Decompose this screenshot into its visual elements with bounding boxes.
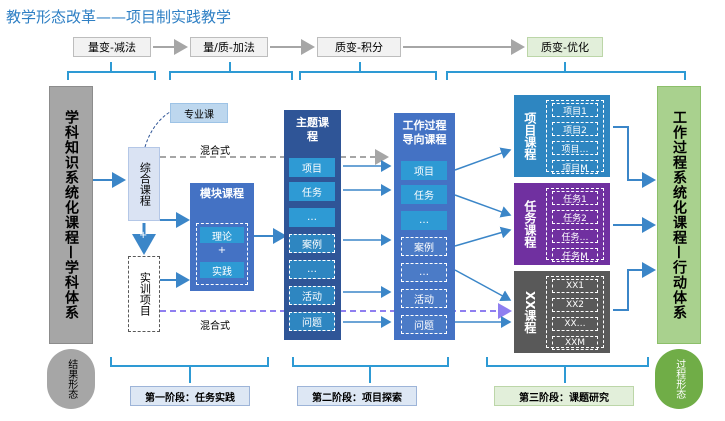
theme-item-case: 案例 xyxy=(289,234,335,253)
right-system-box: 工作过程系统化课程—行动体系 xyxy=(657,86,701,344)
xx-course-box: XX课程 XX1 XX2 XX… XXM xyxy=(514,271,610,353)
xx-title-wrap: XX课程 xyxy=(518,275,540,349)
theme-item-project: 项目 xyxy=(289,158,335,177)
xx-item-m: XXM xyxy=(552,336,598,350)
left-label-oval: 结果形态 xyxy=(47,349,95,409)
right-label-oval: 过程形态 xyxy=(655,349,703,409)
stage-4: 质变-优化 xyxy=(527,37,603,57)
stage-3: 质变-积分 xyxy=(317,37,401,57)
left-system-text: 学科知识系统化课程—学科体系 xyxy=(63,110,80,320)
xx-title: XX课程 xyxy=(522,290,537,334)
phase-3: 第三阶段：课题研究 xyxy=(494,386,634,406)
task-title-wrap: 任务课程 xyxy=(518,187,540,261)
comprehensive-course: 综合课程 xyxy=(128,147,160,221)
module-practice: 实践 xyxy=(200,262,244,278)
xx-item-1: XX1 xyxy=(552,279,598,293)
project-item-1: 项目1 xyxy=(552,103,598,117)
work-item-activity: 活动 xyxy=(401,289,447,308)
practice-project: 实训项目 xyxy=(128,256,160,332)
project-title: 项目课程 xyxy=(522,112,537,160)
mixed-label-bottom: 混合式 xyxy=(200,321,230,332)
theme-item-problem: 问题 xyxy=(289,312,335,331)
stage-2: 量/质-加法 xyxy=(190,37,268,57)
phase-2: 第二阶段：项目探索 xyxy=(297,386,417,406)
project-item-2: 项目2 xyxy=(552,122,598,136)
page-title: 教学形态改革——项目制实践教学 xyxy=(6,8,232,26)
work-item-problem: 问题 xyxy=(401,315,447,334)
right-system-text: 工作过程系统化课程—行动体系 xyxy=(671,110,688,320)
theme-item-ellipsis-1: … xyxy=(289,208,335,227)
theme-item-activity: 活动 xyxy=(289,286,335,305)
work-item-task: 任务 xyxy=(401,185,447,204)
module-course-box: 模块课程 理论 + 实践 xyxy=(190,183,254,291)
phase-1: 第一阶段：任务实践 xyxy=(130,386,250,406)
work-item-project: 项目 xyxy=(401,161,447,180)
task-course-box: 任务课程 任务1 任务2 任务… 任务M xyxy=(514,183,610,265)
theme-item-ellipsis-2: … xyxy=(289,260,335,279)
project-item-m: 项目M xyxy=(552,160,598,174)
work-item-ellipsis-2: … xyxy=(401,263,447,282)
xx-item-2: XX2 xyxy=(552,298,598,312)
module-title: 模块课程 xyxy=(200,187,244,200)
task-item-ellipsis: 任务… xyxy=(552,229,598,243)
xx-items: XX1 XX2 XX… XXM xyxy=(546,276,604,350)
project-title-wrap: 项目课程 xyxy=(518,99,540,173)
work-course-box: 工作过程导向课程 项目 任务 … 案例 … 活动 问题 xyxy=(394,113,455,340)
theme-title: 主题课程 xyxy=(296,116,329,143)
project-course-box: 项目课程 项目1 项目2 项目… 项目M xyxy=(514,95,610,177)
left-label-text: 结果形态 xyxy=(65,359,77,399)
left-system-box: 学科知识系统化课程—学科体系 xyxy=(49,86,93,344)
work-item-ellipsis-1: … xyxy=(401,211,447,230)
module-inner: 理论 + 实践 xyxy=(196,223,248,285)
right-label-text: 过程形态 xyxy=(673,359,685,399)
work-title: 工作过程导向课程 xyxy=(402,119,447,146)
project-items: 项目1 项目2 项目… 项目M xyxy=(546,100,604,174)
task-item-2: 任务2 xyxy=(552,210,598,224)
work-item-case: 案例 xyxy=(401,237,447,256)
project-item-ellipsis: 项目… xyxy=(552,141,598,155)
theme-course-box: 主题课程 项目 任务 … 案例 … 活动 问题 xyxy=(284,110,341,340)
xx-item-ellipsis: XX… xyxy=(552,317,598,331)
task-item-1: 任务1 xyxy=(552,191,598,205)
specialized-course: 专业课 xyxy=(170,103,228,123)
theme-item-task: 任务 xyxy=(289,182,335,201)
plus-sign: + xyxy=(139,230,148,241)
practice-text: 实训项目 xyxy=(138,272,152,316)
mixed-label-top: 混合式 xyxy=(200,146,230,157)
module-plus: + xyxy=(217,245,227,256)
module-theory: 理论 xyxy=(200,227,244,243)
task-title: 任务课程 xyxy=(522,200,537,248)
task-items: 任务1 任务2 任务… 任务M xyxy=(546,188,604,262)
task-item-m: 任务M xyxy=(552,248,598,262)
stage-1: 量变-减法 xyxy=(73,37,151,57)
comprehensive-text: 综合课程 xyxy=(138,162,152,206)
